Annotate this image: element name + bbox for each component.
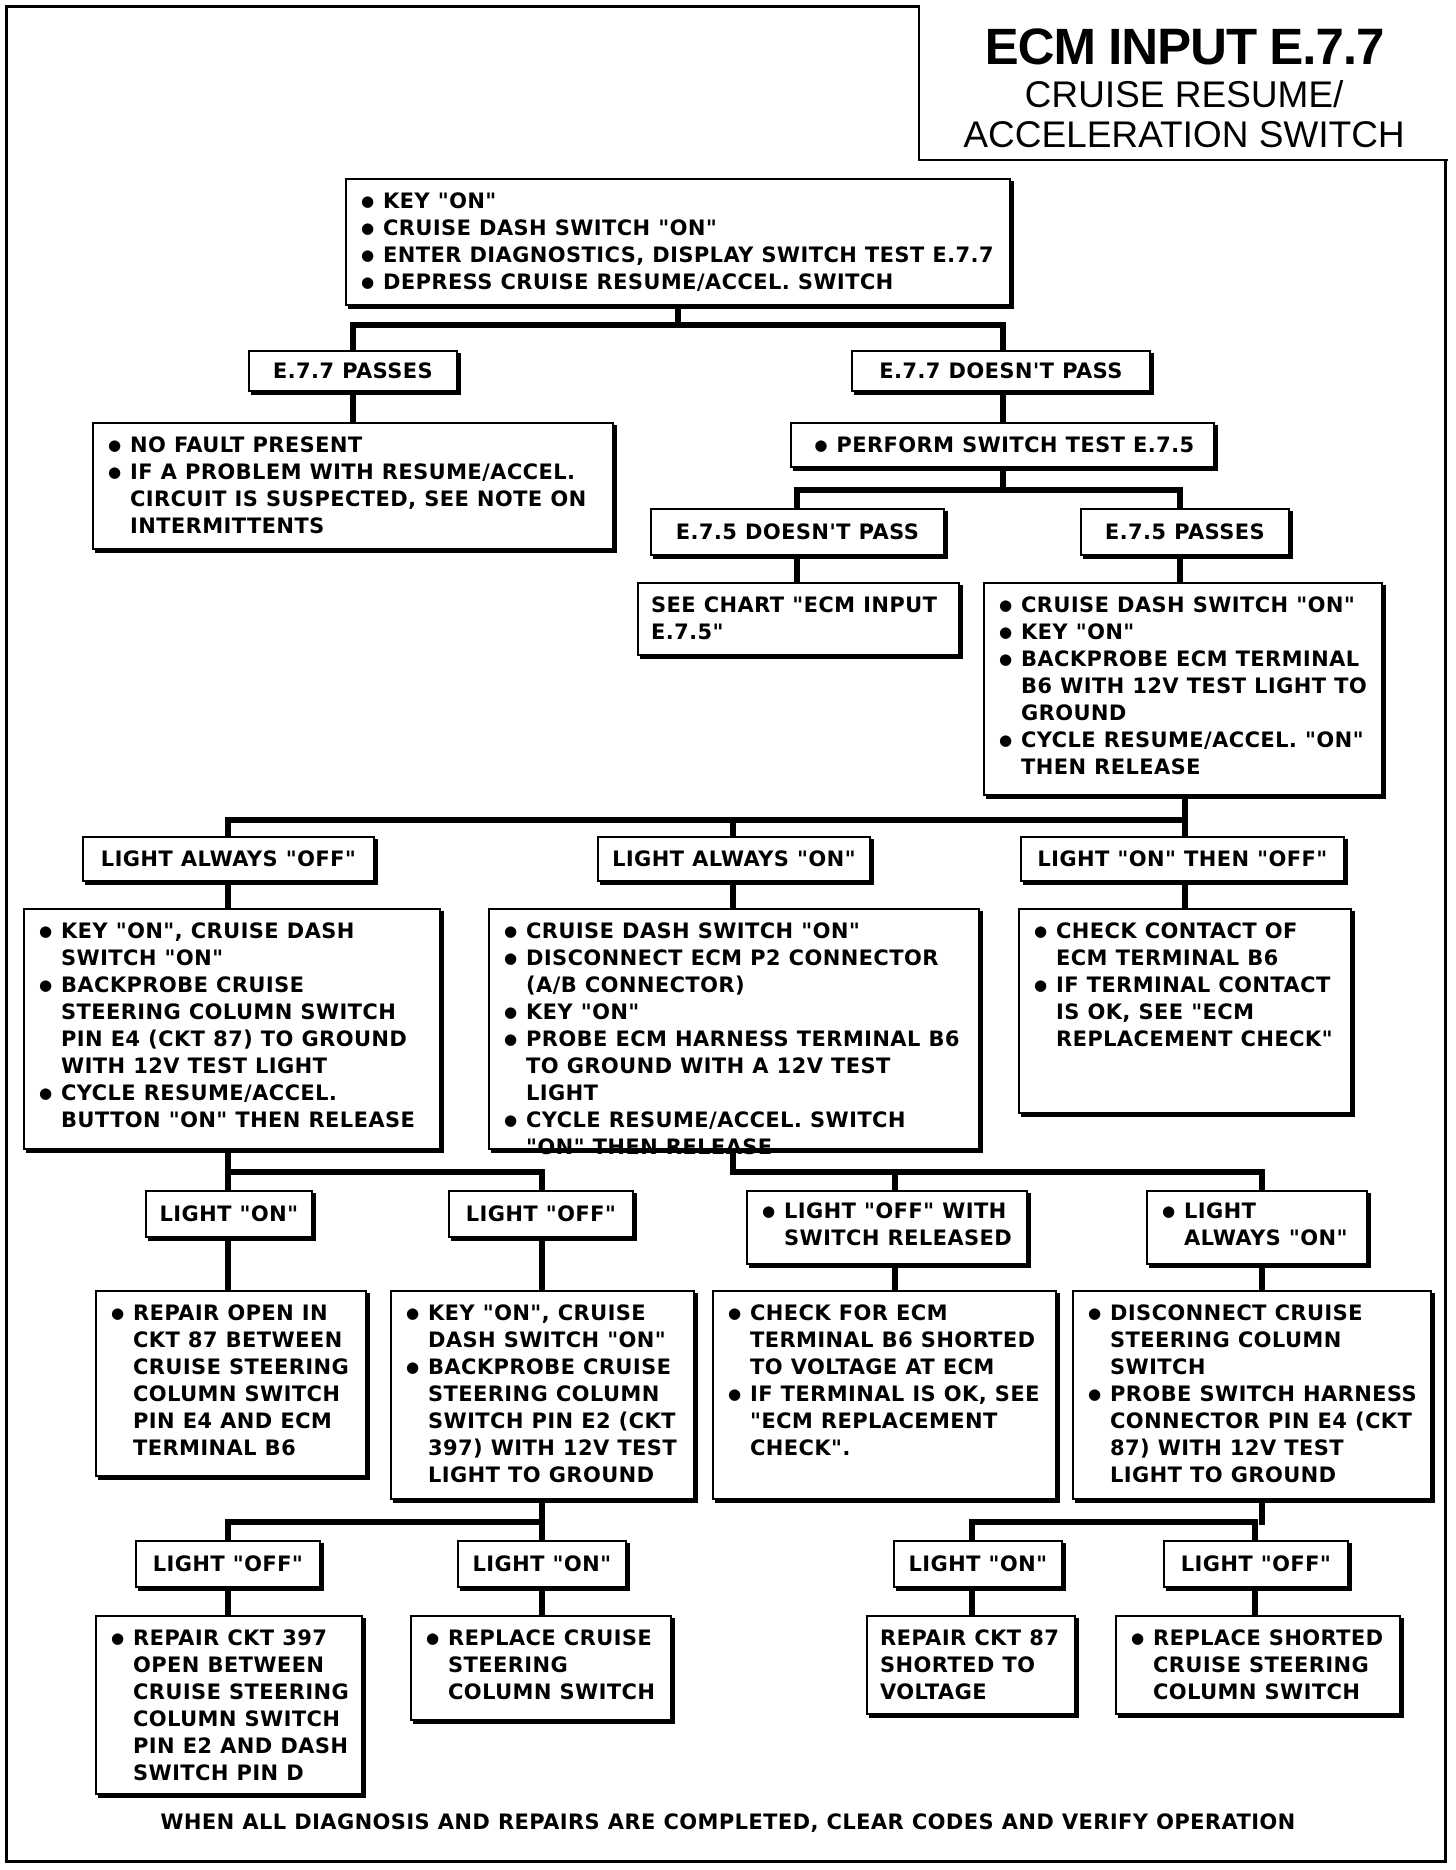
step-item: PERFORM SWITCH TEST E.7.5 <box>810 432 1194 459</box>
step-item: DISCONNECT ECM P2 CONNECTOR (A/B CONNECT… <box>500 945 968 999</box>
page-title: ECM INPUT E.7.7 <box>984 18 1385 75</box>
start-step-box: KEY "ON"CRUISE DASH SWITCH "ON"ENTER DIA… <box>345 178 1011 306</box>
step-item: KEY "ON" <box>357 188 999 215</box>
left-test-list: KEY "ON", CRUISE DASH SWITCH "ON"BACKPRO… <box>35 918 429 1134</box>
light-on-then-off-label: LIGHT "ON" THEN "OFF" <box>1020 836 1345 882</box>
replace-shorted-list: REPLACE SHORTED CRUISE STEERING COLUMN S… <box>1127 1625 1389 1706</box>
step-item: LIGHT "OFF" WITH SWITCH RELEASED <box>758 1198 1016 1252</box>
check-contact-box: CHECK CONTACT OF ECM TERMINAL B6IF TERMI… <box>1018 908 1352 1114</box>
step-item: CYCLE RESUME/ACCEL. BUTTON "ON" THEN REL… <box>35 1080 429 1134</box>
step-item: REPLACE CRUISE STEERING COLUMN SWITCH <box>422 1625 660 1706</box>
step-item: CHECK CONTACT OF ECM TERMINAL B6 <box>1030 918 1340 972</box>
light-always-on-label: LIGHT ALWAYS "ON" <box>597 836 871 882</box>
step-item: CRUISE DASH SWITCH "ON" <box>357 215 999 242</box>
check-short-list: CHECK FOR ECM TERMINAL B6 SHORTED TO VOL… <box>724 1300 1045 1462</box>
step-item: PROBE ECM HARNESS TERMINAL B6 TO GROUND … <box>500 1026 968 1107</box>
light-always-off-label: LIGHT ALWAYS "OFF" <box>82 836 375 882</box>
e75-fails-label: E.7.5 DOESN'T PASS <box>650 508 945 556</box>
see-chart-e75-box: SEE CHART "ECM INPUT E.7.5" <box>637 582 960 656</box>
replace-switch-box: REPLACE CRUISE STEERING COLUMN SWITCH <box>410 1615 672 1721</box>
step-item: CYCLE RESUME/ACCEL. "ON" THEN RELEASE <box>995 727 1371 781</box>
step-item: REPAIR CKT 397 OPEN BETWEEN CRUISE STEER… <box>107 1625 351 1787</box>
disconnect-switch-list: DISCONNECT CRUISE STEERING COLUMN SWITCH… <box>1084 1300 1420 1489</box>
step-item: DISCONNECT CRUISE STEERING COLUMN SWITCH <box>1084 1300 1420 1381</box>
step-item: CYCLE RESUME/ACCEL. SWITCH "ON" THEN REL… <box>500 1107 968 1161</box>
light-on-label-1: LIGHT "ON" <box>145 1190 313 1238</box>
step-item: KEY "ON", CRUISE DASH SWITCH "ON" <box>35 918 429 972</box>
step-item: NO FAULT PRESENT <box>104 432 602 459</box>
step-item: LIGHT ALWAYS "ON" <box>1158 1198 1356 1252</box>
light-off-released-list: LIGHT "OFF" WITH SWITCH RELEASED <box>758 1198 1016 1252</box>
title-block: ECM INPUT E.7.7 CRUISE RESUME/ ACCELERAT… <box>918 5 1448 161</box>
light-off-label-1: LIGHT "OFF" <box>448 1190 634 1238</box>
step-item: CRUISE DASH SWITCH "ON" <box>500 918 968 945</box>
light-off-label-2: LIGHT "OFF" <box>135 1540 321 1588</box>
repair-open-87-box: REPAIR OPEN IN CKT 87 BETWEEN CRUISE STE… <box>95 1290 367 1477</box>
step-item: ENTER DIAGNOSTICS, DISPLAY SWITCH TEST E… <box>357 242 999 269</box>
disconnect-switch-box: DISCONNECT CRUISE STEERING COLUMN SWITCH… <box>1072 1290 1432 1500</box>
perform-test-list: PERFORM SWITCH TEST E.7.5 <box>810 432 1194 459</box>
footer-note: WHEN ALL DIAGNOSIS AND REPAIRS ARE COMPL… <box>160 1810 1296 1834</box>
step-item: CHECK FOR ECM TERMINAL B6 SHORTED TO VOL… <box>724 1300 1045 1381</box>
replace-switch-list: REPLACE CRUISE STEERING COLUMN SWITCH <box>422 1625 660 1706</box>
light-always-on-list-2: LIGHT ALWAYS "ON" <box>1158 1198 1356 1252</box>
step-item: CRUISE DASH SWITCH "ON" <box>995 592 1371 619</box>
perform-test-box: PERFORM SWITCH TEST E.7.5 <box>790 422 1215 468</box>
no-fault-box: NO FAULT PRESENTIF A PROBLEM WITH RESUME… <box>92 422 614 550</box>
middle-test-box: CRUISE DASH SWITCH "ON"DISCONNECT ECM P2… <box>488 908 980 1159</box>
repair-397-box: REPAIR CKT 397 OPEN BETWEEN CRUISE STEER… <box>95 1615 363 1795</box>
replace-shorted-box: REPLACE SHORTED CRUISE STEERING COLUMN S… <box>1115 1615 1401 1715</box>
repair-87-short-box: REPAIR CKT 87 SHORTED TO VOLTAGE <box>866 1615 1076 1715</box>
backprobe-e2-box: KEY "ON", CRUISE DASH SWITCH "ON"BACKPRO… <box>390 1290 695 1500</box>
light-off-label-3: LIGHT "OFF" <box>1163 1540 1349 1588</box>
check-contact-list: CHECK CONTACT OF ECM TERMINAL B6IF TERMI… <box>1030 918 1340 1053</box>
step-item: KEY "ON" <box>995 619 1371 646</box>
step-item: IF TERMINAL IS OK, SEE "ECM REPLACEMENT … <box>724 1381 1045 1462</box>
e77-fails-label: E.7.7 DOESN'T PASS <box>851 350 1151 392</box>
light-always-on-box-2: LIGHT ALWAYS "ON" <box>1146 1190 1368 1265</box>
start-step-list: KEY "ON"CRUISE DASH SWITCH "ON"ENTER DIA… <box>357 188 999 296</box>
light-off-released-box: LIGHT "OFF" WITH SWITCH RELEASED <box>746 1190 1028 1265</box>
repair-open-87-list: REPAIR OPEN IN CKT 87 BETWEEN CRUISE STE… <box>107 1300 355 1462</box>
page-frame <box>5 5 1447 1863</box>
left-test-box: KEY "ON", CRUISE DASH SWITCH "ON"BACKPRO… <box>23 908 441 1150</box>
step-item: IF TERMINAL CONTACT IS OK, SEE "ECM REPL… <box>1030 972 1340 1053</box>
step-item: KEY "ON" <box>500 999 968 1026</box>
backprobe-e2-list: KEY "ON", CRUISE DASH SWITCH "ON"BACKPRO… <box>402 1300 683 1489</box>
e77-passes-label: E.7.7 PASSES <box>248 350 458 392</box>
e75-passes-label: E.7.5 PASSES <box>1080 508 1290 556</box>
backprobe-b6-box: CRUISE DASH SWITCH "ON"KEY "ON"BACKPROBE… <box>983 582 1383 796</box>
light-on-label-2: LIGHT "ON" <box>457 1540 627 1588</box>
no-fault-list: NO FAULT PRESENTIF A PROBLEM WITH RESUME… <box>104 432 602 540</box>
check-short-box: CHECK FOR ECM TERMINAL B6 SHORTED TO VOL… <box>712 1290 1057 1500</box>
step-item: BACKPROBE CRUISE STEERING COLUMN SWITCH … <box>402 1354 683 1489</box>
step-item: BACKPROBE CRUISE STEERING COLUMN SWITCH … <box>35 972 429 1080</box>
page-subtitle-line1: CRUISE RESUME/ <box>1024 74 1344 115</box>
step-item: REPLACE SHORTED CRUISE STEERING COLUMN S… <box>1127 1625 1389 1706</box>
step-item: PROBE SWITCH HARNESS CONNECTOR PIN E4 (C… <box>1084 1381 1420 1489</box>
light-on-label-3: LIGHT "ON" <box>893 1540 1063 1588</box>
page-subtitle-line2: ACCELERATION SWITCH <box>963 114 1405 155</box>
step-item: REPAIR OPEN IN CKT 87 BETWEEN CRUISE STE… <box>107 1300 355 1462</box>
step-item: IF A PROBLEM WITH RESUME/ACCEL. CIRCUIT … <box>104 459 602 540</box>
step-item: BACKPROBE ECM TERMINAL B6 WITH 12V TEST … <box>995 646 1371 727</box>
repair-397-list: REPAIR CKT 397 OPEN BETWEEN CRUISE STEER… <box>107 1625 351 1787</box>
step-item: DEPRESS CRUISE RESUME/ACCEL. SWITCH <box>357 269 999 296</box>
backprobe-b6-list: CRUISE DASH SWITCH "ON"KEY "ON"BACKPROBE… <box>995 592 1371 781</box>
step-item: KEY "ON", CRUISE DASH SWITCH "ON" <box>402 1300 683 1354</box>
middle-test-list: CRUISE DASH SWITCH "ON"DISCONNECT ECM P2… <box>500 918 968 1161</box>
